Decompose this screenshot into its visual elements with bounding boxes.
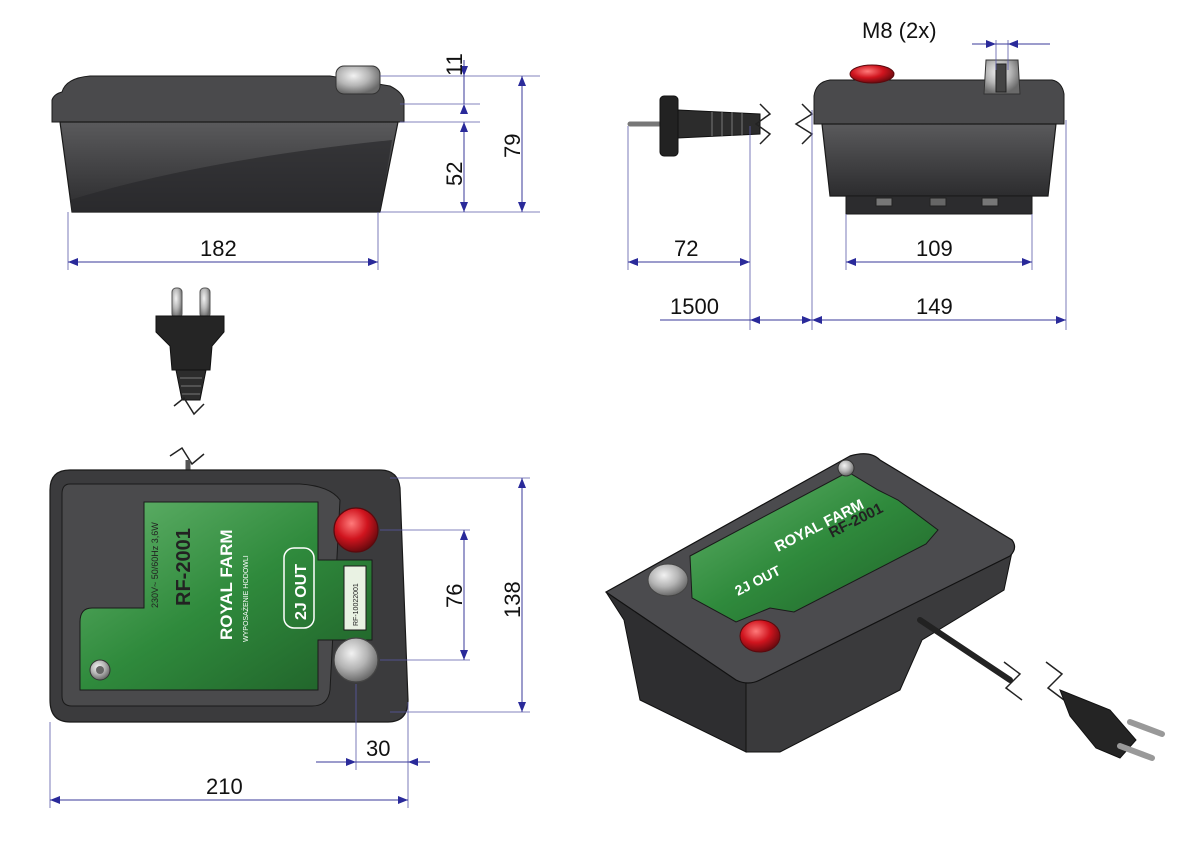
front-housing-top xyxy=(51,75,405,123)
top-label-output: 2J OUT xyxy=(293,564,310,620)
iso-screw xyxy=(837,459,855,477)
side-view xyxy=(627,59,1065,215)
front-housing-shade xyxy=(70,140,392,212)
dim-total-height: 79 xyxy=(500,134,525,158)
top-view: ROYAL FARM WYPOSAŻENIE HODOWLI RF-2001 2… xyxy=(49,469,409,723)
top-label-rating: 230V~ 50/60Hz 3,6W xyxy=(150,522,160,608)
dim-front-width: 182 xyxy=(200,236,237,261)
side-plug-ribs xyxy=(711,112,743,136)
iso-red-terminal xyxy=(739,619,781,653)
side-break-mark-1 xyxy=(754,103,772,145)
iso-plug-body xyxy=(1059,689,1137,759)
plug-strain-relief xyxy=(175,369,207,401)
front-view xyxy=(51,65,405,213)
top-label-brand-sub: WYPOSAŻENIE HODOWLI xyxy=(241,555,250,642)
dim-top-height: 11 xyxy=(442,53,467,76)
iso-break-mark-1 xyxy=(1003,661,1023,701)
dim-side-total-width: 149 xyxy=(916,294,953,319)
top-label-model: RF-2001 xyxy=(173,528,195,606)
power-plug-top xyxy=(155,287,225,472)
top-label-brand: ROYAL FARM xyxy=(217,529,236,640)
front-knob xyxy=(335,65,381,95)
iso-cable xyxy=(917,617,1013,683)
plug-break-mark xyxy=(173,396,205,416)
side-plug-neck xyxy=(677,109,761,139)
top-grey-terminal xyxy=(333,637,379,683)
dim-top-width: 210 xyxy=(206,774,243,799)
dim-top-depth: 138 xyxy=(500,581,525,618)
side-red-terminal xyxy=(849,64,895,84)
isometric-view: ROYAL FARM RF-2001 2J OUT xyxy=(604,453,1165,761)
iso-housing-side-right xyxy=(745,551,1013,753)
side-housing-top xyxy=(813,79,1065,125)
side-break-mark-2 xyxy=(794,103,814,145)
dim-body-height: 52 xyxy=(442,162,467,186)
front-dimensions: 11 52 79 182 xyxy=(67,53,540,270)
top-label-code: RF-10022001 xyxy=(353,583,360,626)
iso-plug-pin-1 xyxy=(1127,719,1165,737)
dim-terminal-offset: 30 xyxy=(366,736,390,761)
top-view-dimensions: 138 76 30 210 xyxy=(49,477,530,808)
top-red-terminal xyxy=(333,507,379,553)
dim-terminal-spacing: 76 xyxy=(442,584,467,608)
dim-plug-length: 72 xyxy=(674,236,698,261)
cable-break-mark xyxy=(169,446,205,466)
dim-thread-label: M8 (2x) xyxy=(862,18,937,43)
iso-plug-pin-2 xyxy=(1117,743,1155,761)
iso-grey-terminal xyxy=(647,563,689,597)
iso-break-mark-2 xyxy=(1045,661,1065,701)
side-housing-body xyxy=(821,123,1057,197)
top-label xyxy=(79,501,373,691)
dim-side-inner-width: 109 xyxy=(916,236,953,261)
plug-head xyxy=(155,315,225,371)
plug-pin-right xyxy=(199,287,211,319)
side-plug-body xyxy=(659,95,679,157)
plug-pin-left xyxy=(171,287,183,319)
iso-label xyxy=(689,471,939,623)
side-dimensions: M8 (2x) 72 109 1500 149 xyxy=(627,18,1067,330)
dim-cable-length: 1500 xyxy=(670,294,719,319)
